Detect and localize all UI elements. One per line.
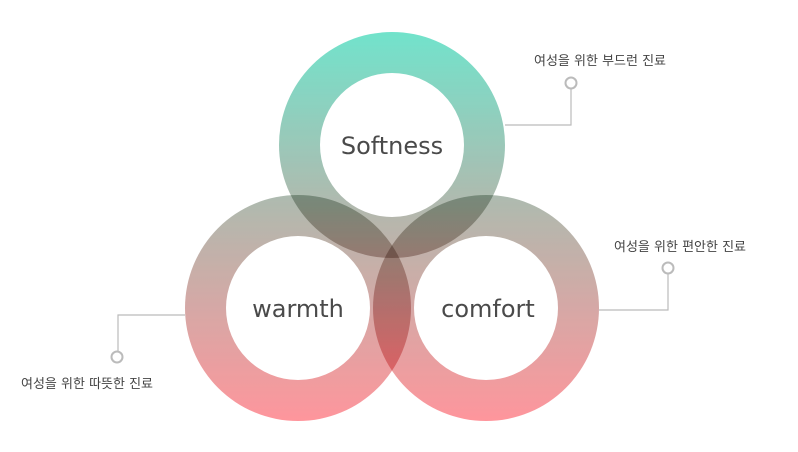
softness-caption: 여성을 위한 부드런 진료 [534,54,666,69]
softness-connector [505,88,572,126]
softness-inner [320,73,464,217]
comfort-connector [599,274,669,311]
softness-dot [564,76,578,90]
warmth-inner [226,236,370,380]
comfort-caption: 여성을 위한 편안한 진료 [614,240,746,255]
softness-label: Softness [341,132,443,160]
warmth-connector [117,314,185,351]
comfort-inner [414,236,558,380]
warmth-dot [110,350,124,364]
warmth-caption: 여성을 위한 따뜻한 진료 [21,377,153,392]
comfort-label: comfort [441,295,535,323]
comfort-dot [661,261,675,275]
warmth-label: warmth [252,295,344,323]
